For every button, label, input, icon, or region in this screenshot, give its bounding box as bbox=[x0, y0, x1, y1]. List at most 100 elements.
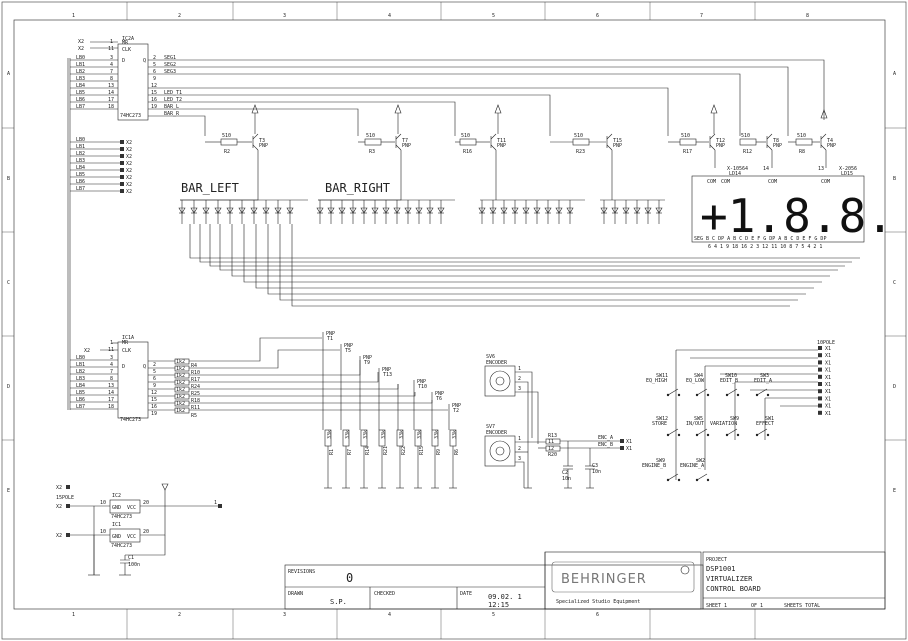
r15-ref: R15 bbox=[419, 446, 425, 455]
ic1a-out-pin: 2 bbox=[153, 362, 156, 368]
led-diode bbox=[338, 207, 346, 214]
r8-value: 510 bbox=[797, 133, 806, 139]
r9-value: 33k bbox=[434, 430, 440, 439]
ic2a-in-lb1: LB1 bbox=[76, 62, 85, 68]
bargraph-banks: BAR_LEFT BAR_RIGHT bbox=[178, 181, 860, 307]
led-diode bbox=[316, 207, 324, 214]
ic1a-part: 74HC273 bbox=[120, 417, 141, 423]
connector-pin-label: X1 bbox=[825, 411, 831, 417]
disp-ref-left: X-10564 bbox=[727, 166, 748, 172]
ic1a-in-lb4: LB4 bbox=[76, 383, 85, 389]
t6-type: PNP bbox=[435, 391, 444, 397]
r16-value: 510 bbox=[461, 133, 470, 139]
ic2-vcc: VCC bbox=[127, 505, 136, 511]
r-1k2: 1k2 bbox=[176, 408, 185, 414]
bus-lb5: LB5 bbox=[76, 172, 85, 178]
bus-lb1: LB1 bbox=[76, 144, 85, 150]
t1-ref: T1 bbox=[327, 336, 333, 342]
col-label-4: 4 bbox=[388, 13, 391, 19]
connector-pin bbox=[818, 410, 822, 415]
switch-node bbox=[666, 478, 670, 482]
disp-pin-13: 13 bbox=[818, 166, 824, 172]
disp-digits: +1.8.8. bbox=[700, 189, 894, 243]
net-led-t1: LED_T1 bbox=[164, 90, 182, 96]
switches bbox=[666, 388, 770, 482]
ic1a-q-label: Q bbox=[143, 364, 146, 370]
c1-value: 100n bbox=[128, 562, 140, 568]
t7-type: PNP bbox=[402, 143, 411, 149]
connector-pin bbox=[818, 403, 822, 408]
net-bar-l: BAR_L bbox=[164, 104, 179, 110]
switch-contact bbox=[667, 388, 679, 396]
disp-com: COM bbox=[821, 179, 830, 185]
col-label-7: 7 bbox=[700, 13, 703, 19]
r-1k2: 1k2 bbox=[176, 387, 185, 393]
sw9b-ref: SW9 bbox=[656, 458, 665, 464]
r9-ref: R9 bbox=[436, 449, 442, 455]
ic1a-register: IC1A 74HC273 MR CLK 1 11 X2 D Q LB0 LB1 … bbox=[70, 335, 448, 423]
pnp-stack: PNP T1 PNP T5 PNP T9 PNP T13 PNP T10 PNP… bbox=[322, 331, 461, 489]
col-label-3-bottom: 3 bbox=[283, 612, 286, 618]
r23-ref: R23 bbox=[576, 149, 585, 155]
net-seg2: SEG2 bbox=[164, 62, 176, 68]
connector-pin bbox=[818, 382, 822, 386]
bargraph-return-nets bbox=[189, 224, 860, 307]
led-diode bbox=[622, 207, 630, 214]
drawn-label: DRAWN bbox=[288, 591, 303, 597]
ic1a-in-lb1: LB1 bbox=[76, 362, 85, 368]
enc-pin: 12 bbox=[548, 446, 554, 452]
r6-value: 33k bbox=[452, 430, 458, 439]
switch-node bbox=[677, 393, 681, 397]
ic1a-in-lb0: LB0 bbox=[76, 355, 85, 361]
col-label-2: 2 bbox=[178, 13, 181, 19]
sheet-label: SHEET 1 bbox=[706, 603, 727, 609]
connector-pin-label: X1 bbox=[825, 389, 831, 395]
switch-contact bbox=[696, 388, 708, 396]
led-diode bbox=[178, 207, 186, 214]
t3-ref: T3 bbox=[259, 138, 265, 144]
col-label-6: 6 bbox=[596, 13, 599, 19]
connector-pin bbox=[818, 360, 822, 365]
sw5-name: IN/OUT bbox=[686, 421, 704, 427]
bus-port-x2: X2 bbox=[126, 154, 132, 160]
connector-pin-label: X1 bbox=[825, 375, 831, 381]
ic2a-out-pin: 5 bbox=[153, 62, 156, 68]
power-section: X2 15POLE X2 X2 IC2 GND VCC 74HC273 10 2… bbox=[56, 483, 222, 576]
net-seg1: SEG1 bbox=[164, 55, 176, 61]
sw11-name: EQ_HIGH bbox=[646, 378, 667, 384]
sw12-name: STORE bbox=[652, 421, 667, 427]
ic1-ref: IC1 bbox=[112, 522, 121, 528]
ic2a-in-lb6: LB6 bbox=[76, 97, 85, 103]
t6-ref: T6 bbox=[436, 396, 442, 402]
ic2a-q-label: Q bbox=[143, 58, 146, 64]
sw10-ref: SW10 bbox=[725, 373, 737, 379]
sv6-ref: SV6 bbox=[486, 354, 495, 360]
ic2a-clk-label: CLK bbox=[122, 47, 131, 53]
t11-type: PNP bbox=[497, 143, 506, 149]
revisions-label: REVISIONS bbox=[288, 569, 315, 575]
ic1a-in-pin: 8 bbox=[110, 376, 113, 382]
t11-ref: T11 bbox=[497, 138, 506, 144]
led-bus-lines bbox=[67, 58, 71, 410]
sw12-ref: SW12 bbox=[656, 416, 668, 422]
r5-ref: R5 bbox=[191, 413, 197, 419]
ic1a-d-label: D bbox=[122, 364, 125, 370]
connector-ref: 10POLE bbox=[817, 340, 835, 346]
col-label-1: 1 bbox=[72, 13, 75, 19]
bus-lb6: LB6 bbox=[76, 179, 85, 185]
r3-value: 510 bbox=[366, 133, 375, 139]
ic2a-in-pin: 14 bbox=[108, 90, 114, 96]
led-diode bbox=[202, 207, 210, 214]
ic2a-out-pin: 9 bbox=[153, 76, 156, 82]
led-diode bbox=[555, 207, 563, 214]
led-diode bbox=[382, 207, 390, 214]
ic1a-in-lb6: LB6 bbox=[76, 397, 85, 403]
led-diode bbox=[644, 207, 652, 214]
ic2-pin: 20 bbox=[143, 500, 149, 506]
led-diode bbox=[566, 207, 574, 214]
r24-ref: R24 bbox=[191, 384, 200, 390]
col-label-5-bottom: 5 bbox=[492, 612, 495, 618]
bus-lb2: LB2 bbox=[76, 151, 85, 157]
